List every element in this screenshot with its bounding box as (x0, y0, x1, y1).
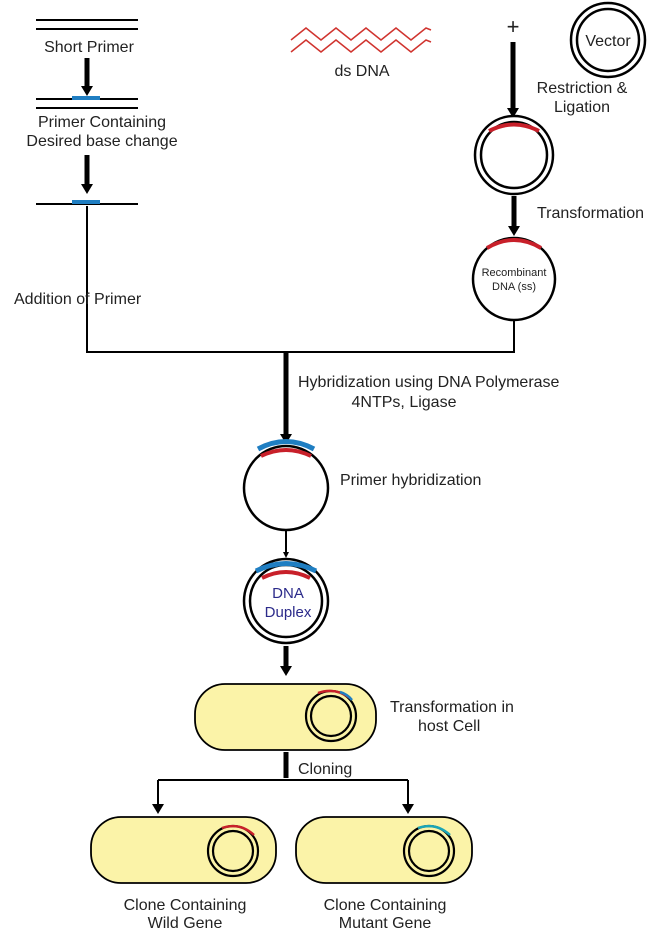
vector-label: Vector (585, 33, 631, 50)
primer-hybridized-circle (242, 439, 330, 532)
transformation-host-label-2: host Cell (418, 718, 480, 735)
clone-wild-label-1: Clone Containing (124, 897, 247, 914)
dna-duplex-plasmid (242, 557, 330, 645)
branch-left-arrowhead (152, 804, 164, 814)
ds-dna-label: ds DNA (334, 63, 389, 80)
transformation-label: Transformation (537, 205, 644, 222)
plus-sign: + (507, 14, 520, 39)
vector-plasmid (569, 1, 647, 79)
duplex-arrowhead (283, 552, 289, 558)
host-cell (194, 683, 377, 751)
single-primer-line (36, 200, 138, 205)
primer-hybridization-label: Primer hybridization (340, 472, 481, 489)
recombinant-label-2: DNA (ss) (492, 281, 536, 293)
clone-mutant-label-1: Clone Containing (324, 897, 447, 914)
clone-wild-label-2: Wild Gene (148, 915, 223, 929)
dna-duplex-label-2: Duplex (265, 604, 312, 621)
clone-wild-cell (90, 816, 277, 884)
short-primer-double-lines (36, 19, 138, 30)
restriction-label-2: Ligation (554, 99, 610, 116)
clone-mutant-cell (295, 816, 473, 884)
host-arrowhead (280, 666, 292, 676)
recombinant-plasmid-ds (473, 114, 555, 196)
vector-arrowhead-2 (508, 226, 520, 236)
primer-arrowhead-2 (81, 184, 93, 194)
primer-containing-label-1: Primer Containing (38, 114, 166, 131)
cloning-label: Cloning (298, 761, 352, 778)
primer-containing-label-2: Desired base change (26, 133, 177, 150)
transformation-host-label-1: Transformation in (390, 699, 514, 716)
recombinant-label-1: Recombinant (482, 267, 547, 279)
hybridization-label-2: 4NTPs, Ligase (352, 394, 457, 411)
clone-mutant-label-2: Mutant Gene (339, 915, 432, 929)
dna-duplex-label-1: DNA (272, 585, 304, 602)
short-primer-label: Short Primer (44, 39, 134, 56)
vector-arrowhead-1 (507, 108, 519, 118)
primer-with-base-change (36, 96, 138, 109)
hybridization-label-1: Hybridization using DNA Polymerase (298, 374, 560, 391)
recombinant-dna-ss (471, 236, 557, 322)
restriction-label-1: Restriction & (537, 80, 628, 97)
addition-of-primer-label: Addition of Primer (14, 291, 142, 308)
ds-dna-icon (290, 27, 432, 53)
branch-right-arrowhead (402, 804, 414, 814)
primer-arrowhead-1 (81, 86, 93, 96)
